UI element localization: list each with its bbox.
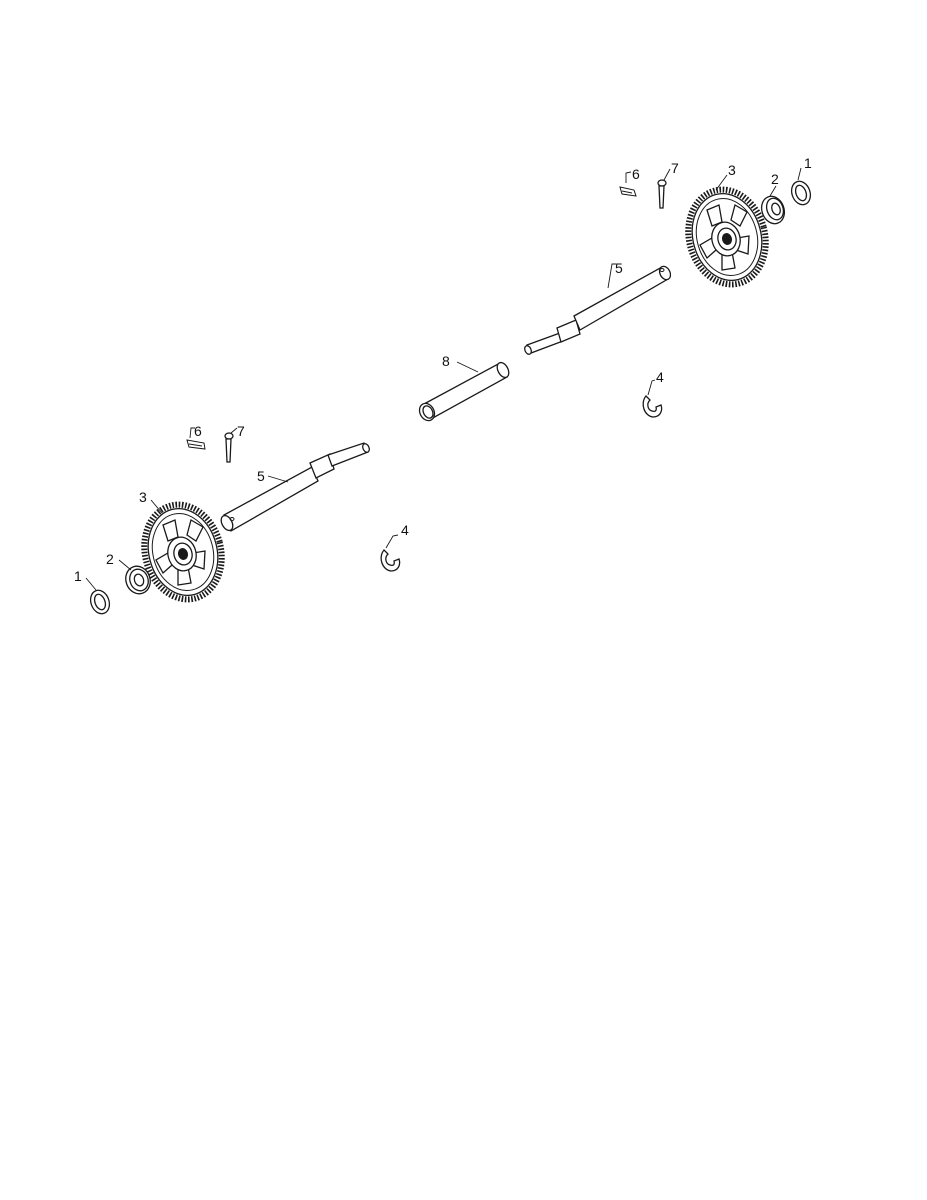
leader-right-2	[769, 185, 777, 197]
leader-right-4	[647, 379, 656, 396]
leader-left-4	[385, 534, 399, 549]
washer-left	[89, 589, 111, 615]
hairpin-right	[619, 186, 637, 197]
callout-center-8: 8	[442, 353, 450, 369]
callout-left-6: 6	[194, 423, 202, 439]
spacer-tube	[418, 361, 510, 422]
callout-left-7: 7	[237, 423, 245, 439]
callout-right-6: 6	[632, 166, 640, 182]
e-ring-right	[642, 395, 663, 418]
callout-right-7: 7	[671, 160, 679, 176]
leader-left-1	[85, 577, 97, 591]
callout-right-2: 2	[771, 171, 779, 187]
gear-right	[685, 186, 769, 288]
callout-left-2: 2	[106, 551, 114, 567]
leader-right-6	[625, 171, 632, 183]
leader-left-6	[189, 427, 195, 439]
e-ring-left	[380, 549, 401, 572]
callout-left-1: 1	[74, 568, 82, 584]
bearing-right	[760, 195, 786, 225]
clevis-pin-left	[224, 432, 234, 463]
leader-left-2	[118, 559, 132, 571]
callout-left-3: 3	[139, 489, 147, 505]
leader-left-7	[230, 427, 238, 434]
axle-shaft-left	[220, 442, 370, 532]
leader-right-5	[607, 263, 616, 289]
callout-left-4: 4	[401, 522, 409, 538]
axle-shaft-right	[524, 265, 672, 355]
clevis-pin-right	[657, 179, 667, 209]
callout-right-1: 1	[804, 155, 812, 171]
leader-center-8	[456, 361, 479, 373]
gear-left	[141, 501, 225, 603]
callout-right-5: 5	[615, 260, 623, 276]
hairpin-left	[186, 439, 206, 450]
callout-right-3: 3	[728, 162, 736, 178]
bearing-left	[125, 565, 151, 595]
callout-left-5: 5	[257, 468, 265, 484]
leader-right-1	[797, 167, 802, 181]
leader-right-3	[715, 174, 728, 191]
callout-right-4: 4	[656, 369, 664, 385]
leader-left-3	[150, 499, 163, 514]
washer-right	[790, 180, 812, 206]
leader-left-5	[267, 475, 289, 483]
leader-right-7	[663, 168, 671, 181]
